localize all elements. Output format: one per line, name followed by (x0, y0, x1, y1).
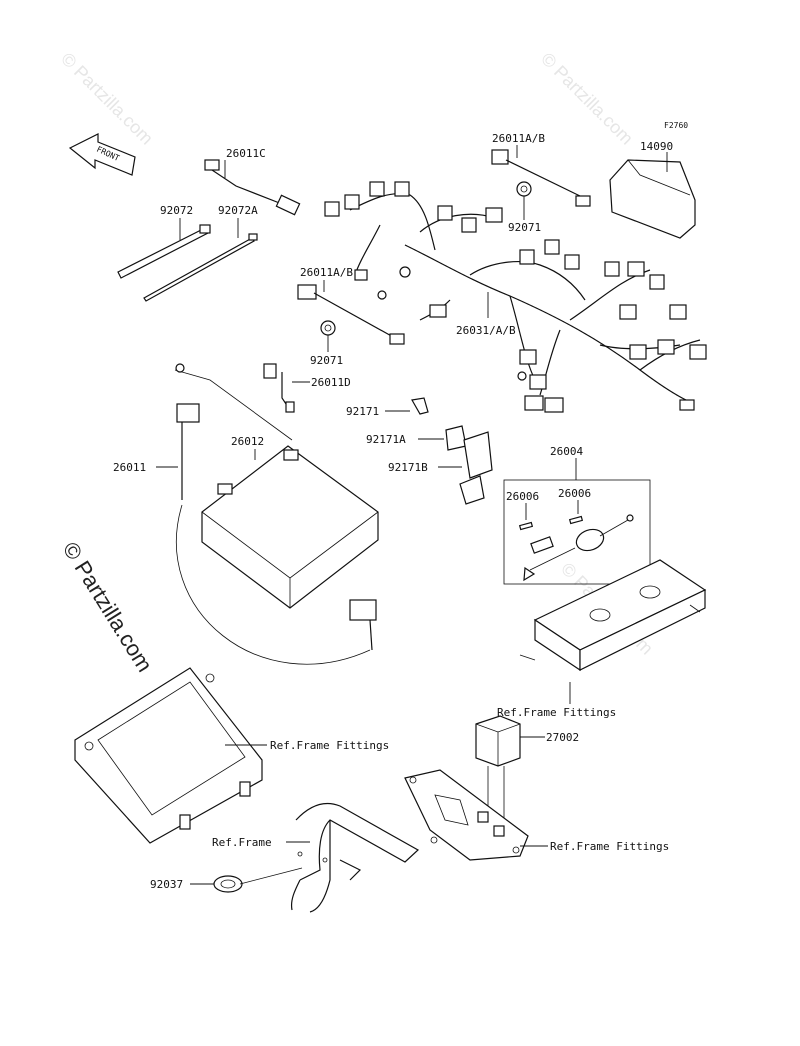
bracket-frame-fittings: Ref.Frame Fittings (497, 559, 707, 719)
callout-26011d: 26011D (311, 376, 351, 389)
clamp-92037: 92037 (150, 867, 303, 893)
front-arrow: FRONT (68, 133, 136, 176)
callout-92171: 92171 (346, 405, 379, 418)
watermark-top-left: © Partzilla.com (57, 49, 157, 149)
box-26004 (503, 479, 651, 585)
cable-26011: 26011 (113, 363, 293, 500)
grommet-92071-top: 92071 (508, 181, 541, 234)
callout-26006-a: 26006 (506, 490, 539, 503)
callout-ref-frame: Ref.Frame (212, 836, 272, 849)
callout-92071-mid: 92071 (310, 354, 343, 367)
callout-26011c: 26011C (226, 147, 266, 160)
watermark-layer: © Partzilla.com © Partzilla.com © Partzi… (57, 49, 657, 677)
callout-26006-b: 26006 (558, 487, 591, 500)
callout-26031ab: 26031/A/B (456, 324, 516, 337)
cable-ties: 92072 92072A (117, 204, 258, 302)
callout-92037: 92037 (150, 878, 183, 891)
frame-section: Ref.Frame (212, 802, 420, 913)
callout-27002: 27002 (546, 731, 579, 744)
callout-92071-top: 92071 (508, 221, 541, 234)
figure-code: F2760 (664, 121, 688, 130)
callout-14090: 14090 (640, 140, 673, 153)
callout-92171a: 92171A (366, 433, 406, 446)
callout-26011ab-mid: 26011A/B (300, 266, 353, 279)
harness-26011c: 26011C (204, 147, 301, 216)
clamps-92171: 92171 92171A 92171B (346, 397, 493, 505)
watermark-top-right: © Partzilla.com (537, 49, 637, 149)
watermark-large: © Partzilla.com (58, 537, 158, 676)
callout-26004: 26004 (550, 445, 583, 458)
main-harness-26031: 26031/A/B (324, 181, 707, 413)
cover-14090: 14090 (609, 140, 696, 239)
callout-92072: 92072 (160, 204, 193, 217)
grommet-92071-mid: 92071 (310, 320, 343, 367)
callout-26011: 26011 (113, 461, 146, 474)
callout-ref-frame-fittings-2: Ref.Frame Fittings (497, 706, 616, 719)
callout-ref-frame-fittings-1: Ref.Frame Fittings (270, 739, 389, 752)
harness-26011ab-top: 26011A/B (491, 132, 591, 207)
callout-26011ab-top: 26011A/B (492, 132, 545, 145)
callout-ref-frame-fittings-3: Ref.Frame Fittings (550, 840, 669, 853)
relay-bracket-plate: Ref.Frame Fittings (404, 769, 669, 861)
battery-26012: 26012 (176, 435, 379, 665)
harness-26011ab-mid: 26011A/B (297, 266, 405, 345)
cable-26011d: 26011D (263, 363, 351, 413)
callout-92072a: 92072A (218, 204, 258, 217)
battery-tray: Ref.Frame Fittings (74, 667, 389, 844)
callout-92171b: 92171B (388, 461, 428, 474)
relay-27002: 27002 (475, 715, 579, 826)
group-26004: 26004 26006 26006 (503, 445, 651, 585)
callout-26012: 26012 (231, 435, 264, 448)
